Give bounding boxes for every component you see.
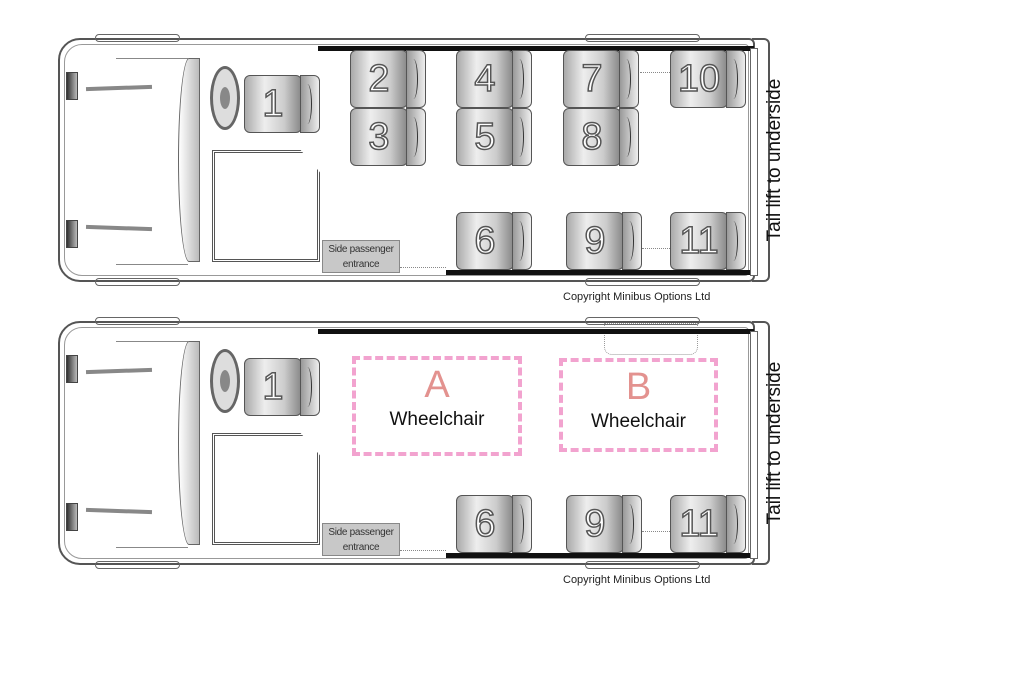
front-wheel-arch	[95, 34, 180, 42]
rear-wheel-arch	[585, 561, 700, 569]
side-rail	[446, 270, 754, 275]
seat-number: 11	[679, 219, 720, 263]
seat-7[interactable]: 7	[563, 50, 639, 108]
front-wheel-arch	[95, 278, 180, 286]
tail-lift-label: Tail lift to underside	[764, 78, 785, 242]
entrance-label: Side passenger	[328, 244, 394, 255]
seat-4[interactable]: 4	[456, 50, 532, 108]
seat-number: 7	[581, 57, 604, 101]
windscreen	[178, 341, 200, 545]
seat-number: 2	[368, 57, 391, 101]
seat-number: 1	[262, 365, 285, 409]
wheelchair-label: Wheelchair	[389, 409, 485, 430]
bonnet-line	[116, 547, 188, 548]
seat-1[interactable]: 1	[244, 358, 320, 416]
side-passenger-entrance: Side passenger entrance	[322, 523, 400, 556]
seat-9[interactable]: 9	[566, 212, 642, 270]
seating-plan-11-seats: 1 2 3 4 5 7 8 10 6 9 11 Side passenger en…	[0, 0, 1020, 303]
rear-wheel-arch	[585, 278, 700, 286]
seat-connector	[642, 248, 670, 249]
entrance-guide	[400, 267, 446, 268]
wheelchair-space-b[interactable]: B Wheelchair	[559, 358, 718, 452]
front-wheel-arch	[95, 561, 180, 569]
bonnet-line	[116, 341, 188, 342]
side-rail	[318, 46, 754, 51]
tail-lift	[750, 38, 770, 282]
seat-6[interactable]: 6	[456, 495, 532, 553]
seat-3[interactable]: 3	[350, 108, 426, 166]
front-wheel-arch	[95, 317, 180, 325]
seat-number: 11	[679, 502, 720, 546]
seat-number: 9	[584, 219, 607, 263]
seat-number: 9	[584, 502, 607, 546]
seat-6[interactable]: 6	[456, 212, 532, 270]
rear-wheel-arch	[585, 317, 700, 325]
seat-11[interactable]: 11	[670, 495, 746, 553]
copyright-text: Copyright Minibus Options Ltd	[563, 291, 711, 303]
seat-9[interactable]: 9	[566, 495, 642, 553]
wheel-well	[604, 323, 698, 355]
bonnet-line	[116, 58, 188, 59]
seat-number: 5	[474, 115, 497, 159]
front-step-area	[212, 150, 320, 262]
steering-wheel-icon	[210, 66, 240, 130]
seat-number: 1	[262, 82, 285, 126]
tail-lift-label: Tail lift to underside	[764, 361, 785, 525]
rear-wheel-arch	[585, 34, 700, 42]
tail-lift	[750, 321, 770, 565]
seating-plan-wheelchair: 1 A Wheelchair B Wheelchair 6 9 11 Side pa…	[0, 283, 1020, 586]
entrance-guide	[400, 550, 446, 551]
side-rail	[446, 553, 754, 558]
seat-number: 10	[677, 57, 721, 101]
windscreen	[178, 58, 200, 262]
wheelchair-space-a[interactable]: A Wheelchair	[352, 356, 522, 456]
seat-10[interactable]: 10	[670, 50, 746, 108]
seat-1[interactable]: 1	[244, 75, 320, 133]
headlight-icon	[66, 503, 78, 531]
seat-number: 8	[581, 115, 604, 159]
seat-5[interactable]: 5	[456, 108, 532, 166]
wheelchair-space-letter: B	[625, 366, 652, 408]
wheelchair-label: Wheelchair	[590, 411, 687, 432]
headlight-icon	[66, 220, 78, 248]
steering-wheel-icon	[210, 349, 240, 413]
seat-number: 6	[474, 502, 497, 546]
copyright-text: Copyright Minibus Options Ltd	[563, 574, 711, 586]
bonnet-line	[116, 264, 188, 265]
seat-11[interactable]: 11	[670, 212, 746, 270]
headlight-icon	[66, 72, 78, 100]
seat-number: 4	[474, 57, 497, 101]
front-step-area	[212, 433, 320, 545]
entrance-label: entrance	[342, 542, 380, 553]
seat-number: 3	[368, 115, 391, 159]
seat-connector	[640, 72, 670, 73]
seat-8[interactable]: 8	[563, 108, 639, 166]
wheelchair-space-letter: A	[424, 364, 450, 406]
headlight-icon	[66, 355, 78, 383]
seat-number: 6	[474, 219, 497, 263]
entrance-label: entrance	[342, 259, 380, 270]
side-passenger-entrance: Side passenger entrance	[322, 240, 400, 273]
entrance-label: Side passenger	[328, 527, 394, 538]
side-rail	[318, 329, 754, 334]
seat-2[interactable]: 2	[350, 50, 426, 108]
seat-connector	[642, 531, 670, 532]
